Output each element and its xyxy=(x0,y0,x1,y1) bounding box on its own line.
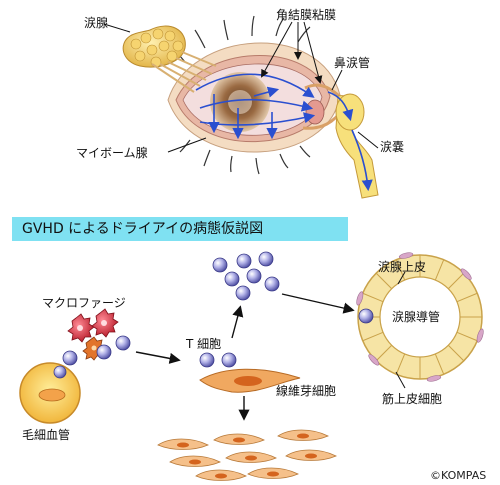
lacrimal-gland xyxy=(122,25,217,93)
myoepithelial-cell xyxy=(476,328,484,343)
fibroblast-main xyxy=(199,368,301,393)
epithelial-cell-border xyxy=(447,344,465,362)
label-nasolacrimal-duct: 鼻涙管 xyxy=(334,56,371,70)
epithelial-cell-border xyxy=(434,259,445,281)
myoepithelial-cell xyxy=(356,291,364,306)
epithelial-cell-border xyxy=(456,292,478,303)
tear-flow-arrows xyxy=(195,73,373,192)
epithelial-cell-border xyxy=(362,292,384,303)
label-lacrimal-sac: 涙嚢 xyxy=(380,140,405,154)
label-conjunctiva: 角結膜粘膜 xyxy=(276,8,337,22)
epithelial-cell-border xyxy=(456,331,478,342)
epithelial-cell-border xyxy=(375,272,393,290)
label-macrophage: マクロファージ xyxy=(42,296,126,310)
myoepithelial-cell xyxy=(460,268,472,280)
epithelial-cell-border xyxy=(434,353,445,375)
label-duct-epithelium: 涙腺上皮 xyxy=(378,260,427,274)
epithelial-cell-border xyxy=(395,353,406,375)
t-cells-proliferating xyxy=(212,251,280,301)
epithelial-cell-border xyxy=(362,331,384,342)
epithelial-cell-border xyxy=(375,344,393,362)
capillary xyxy=(19,362,81,424)
lymphocytes-vessel xyxy=(53,335,131,379)
diagram-title-banner: GVHD によるドライアイの病態仮説図 xyxy=(12,217,348,241)
copyright-text: ©KOMPAS xyxy=(430,469,487,482)
pathway-arrows xyxy=(135,293,355,421)
label-meibomian-gland: マイボーム腺 xyxy=(76,146,148,160)
label-capillary: 毛細血管 xyxy=(22,428,71,442)
label-fibroblast: 線維芽細胞 xyxy=(276,384,337,398)
label-t-cell: T 細胞 xyxy=(186,337,222,351)
upper-leader-lines xyxy=(103,21,379,153)
label-lacrimal-duct: 涙腺導管 xyxy=(392,310,441,324)
lacrimal-duct-ring xyxy=(356,252,484,382)
myoepithelial-cell xyxy=(398,252,414,259)
epithelial-cell-border xyxy=(447,272,465,290)
myoepithelial-cell xyxy=(426,375,442,382)
t-cells-center xyxy=(199,352,237,368)
label-myoepithelial-cell: 筋上皮細胞 xyxy=(382,392,443,406)
epithelial-cell-border xyxy=(395,259,406,281)
myoepithelial-cell xyxy=(368,354,380,366)
lower-leader-lines xyxy=(395,271,406,389)
label-lacrimal-gland: 涙腺 xyxy=(84,16,109,30)
nasolacrimal-duct xyxy=(335,93,379,199)
